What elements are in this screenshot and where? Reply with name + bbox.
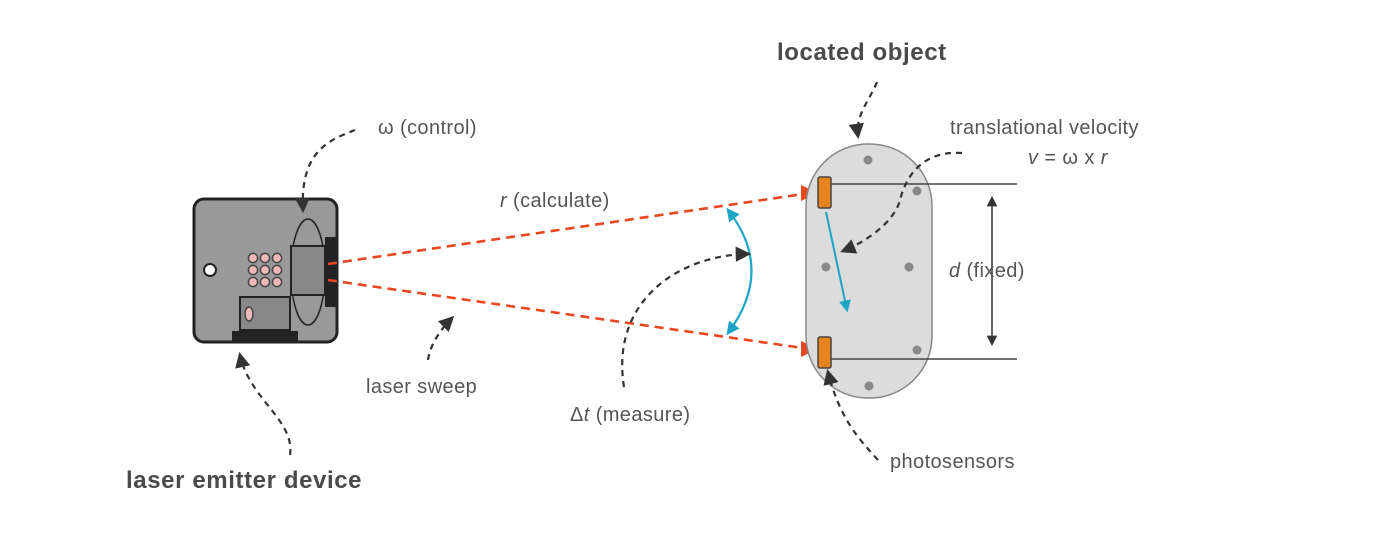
laser-sweep-label: laser sweep [366,376,477,398]
measure-text: (measure) [590,404,691,426]
laser-emitter-device [192,197,339,344]
emitter-dots-icon [247,252,283,288]
laser-beam-upper [327,191,811,266]
emitter-callout-arrow [235,351,292,456]
laser-window [325,237,336,307]
photosensor-lower-icon [817,336,832,369]
t-variable: t [584,404,591,426]
delta-symbol: Δ [570,404,584,426]
delta-t-callout-arrow [621,246,752,388]
device-hole-icon [203,263,217,277]
d-fixed-label: d (fixed) [949,260,1025,282]
object-screws [821,155,922,391]
d-variable: d [949,260,961,282]
rotor-module [290,245,326,296]
delta-t-measure-label: Δt (measure) [570,404,690,426]
velocity-formula: v = ω x r [1028,147,1109,169]
r-calculate-label: r (calculate) [500,190,610,212]
device-led-icon [244,306,254,322]
photosensor-upper-icon [817,176,832,209]
photosensors-label: photosensors [890,451,1015,473]
fixed-text: (fixed) [961,260,1025,282]
laser-sweep-callout-arrow [426,315,455,361]
located-object-label: located object [777,39,947,66]
velocity-vector [825,211,851,313]
r-calculate-text: (calculate) [507,190,610,212]
laser-emitter-device-label: laser emitter device [126,467,362,494]
formula-middle: = ω x [1038,147,1100,169]
sweep-angle-arc [726,207,753,336]
located-object [805,143,1017,399]
object-body [805,143,933,399]
callout-arrows [235,81,963,461]
translational-velocity-label: translational velocity [950,117,1139,139]
located-object-callout-arrow [848,81,879,140]
v-variable: v [1028,147,1039,169]
device-base [232,331,298,342]
laser-beam-lower [327,278,811,351]
omega-control-label: ω (control) [378,117,477,139]
formula-r-variable: r [1101,147,1109,169]
r-variable: r [500,190,508,212]
